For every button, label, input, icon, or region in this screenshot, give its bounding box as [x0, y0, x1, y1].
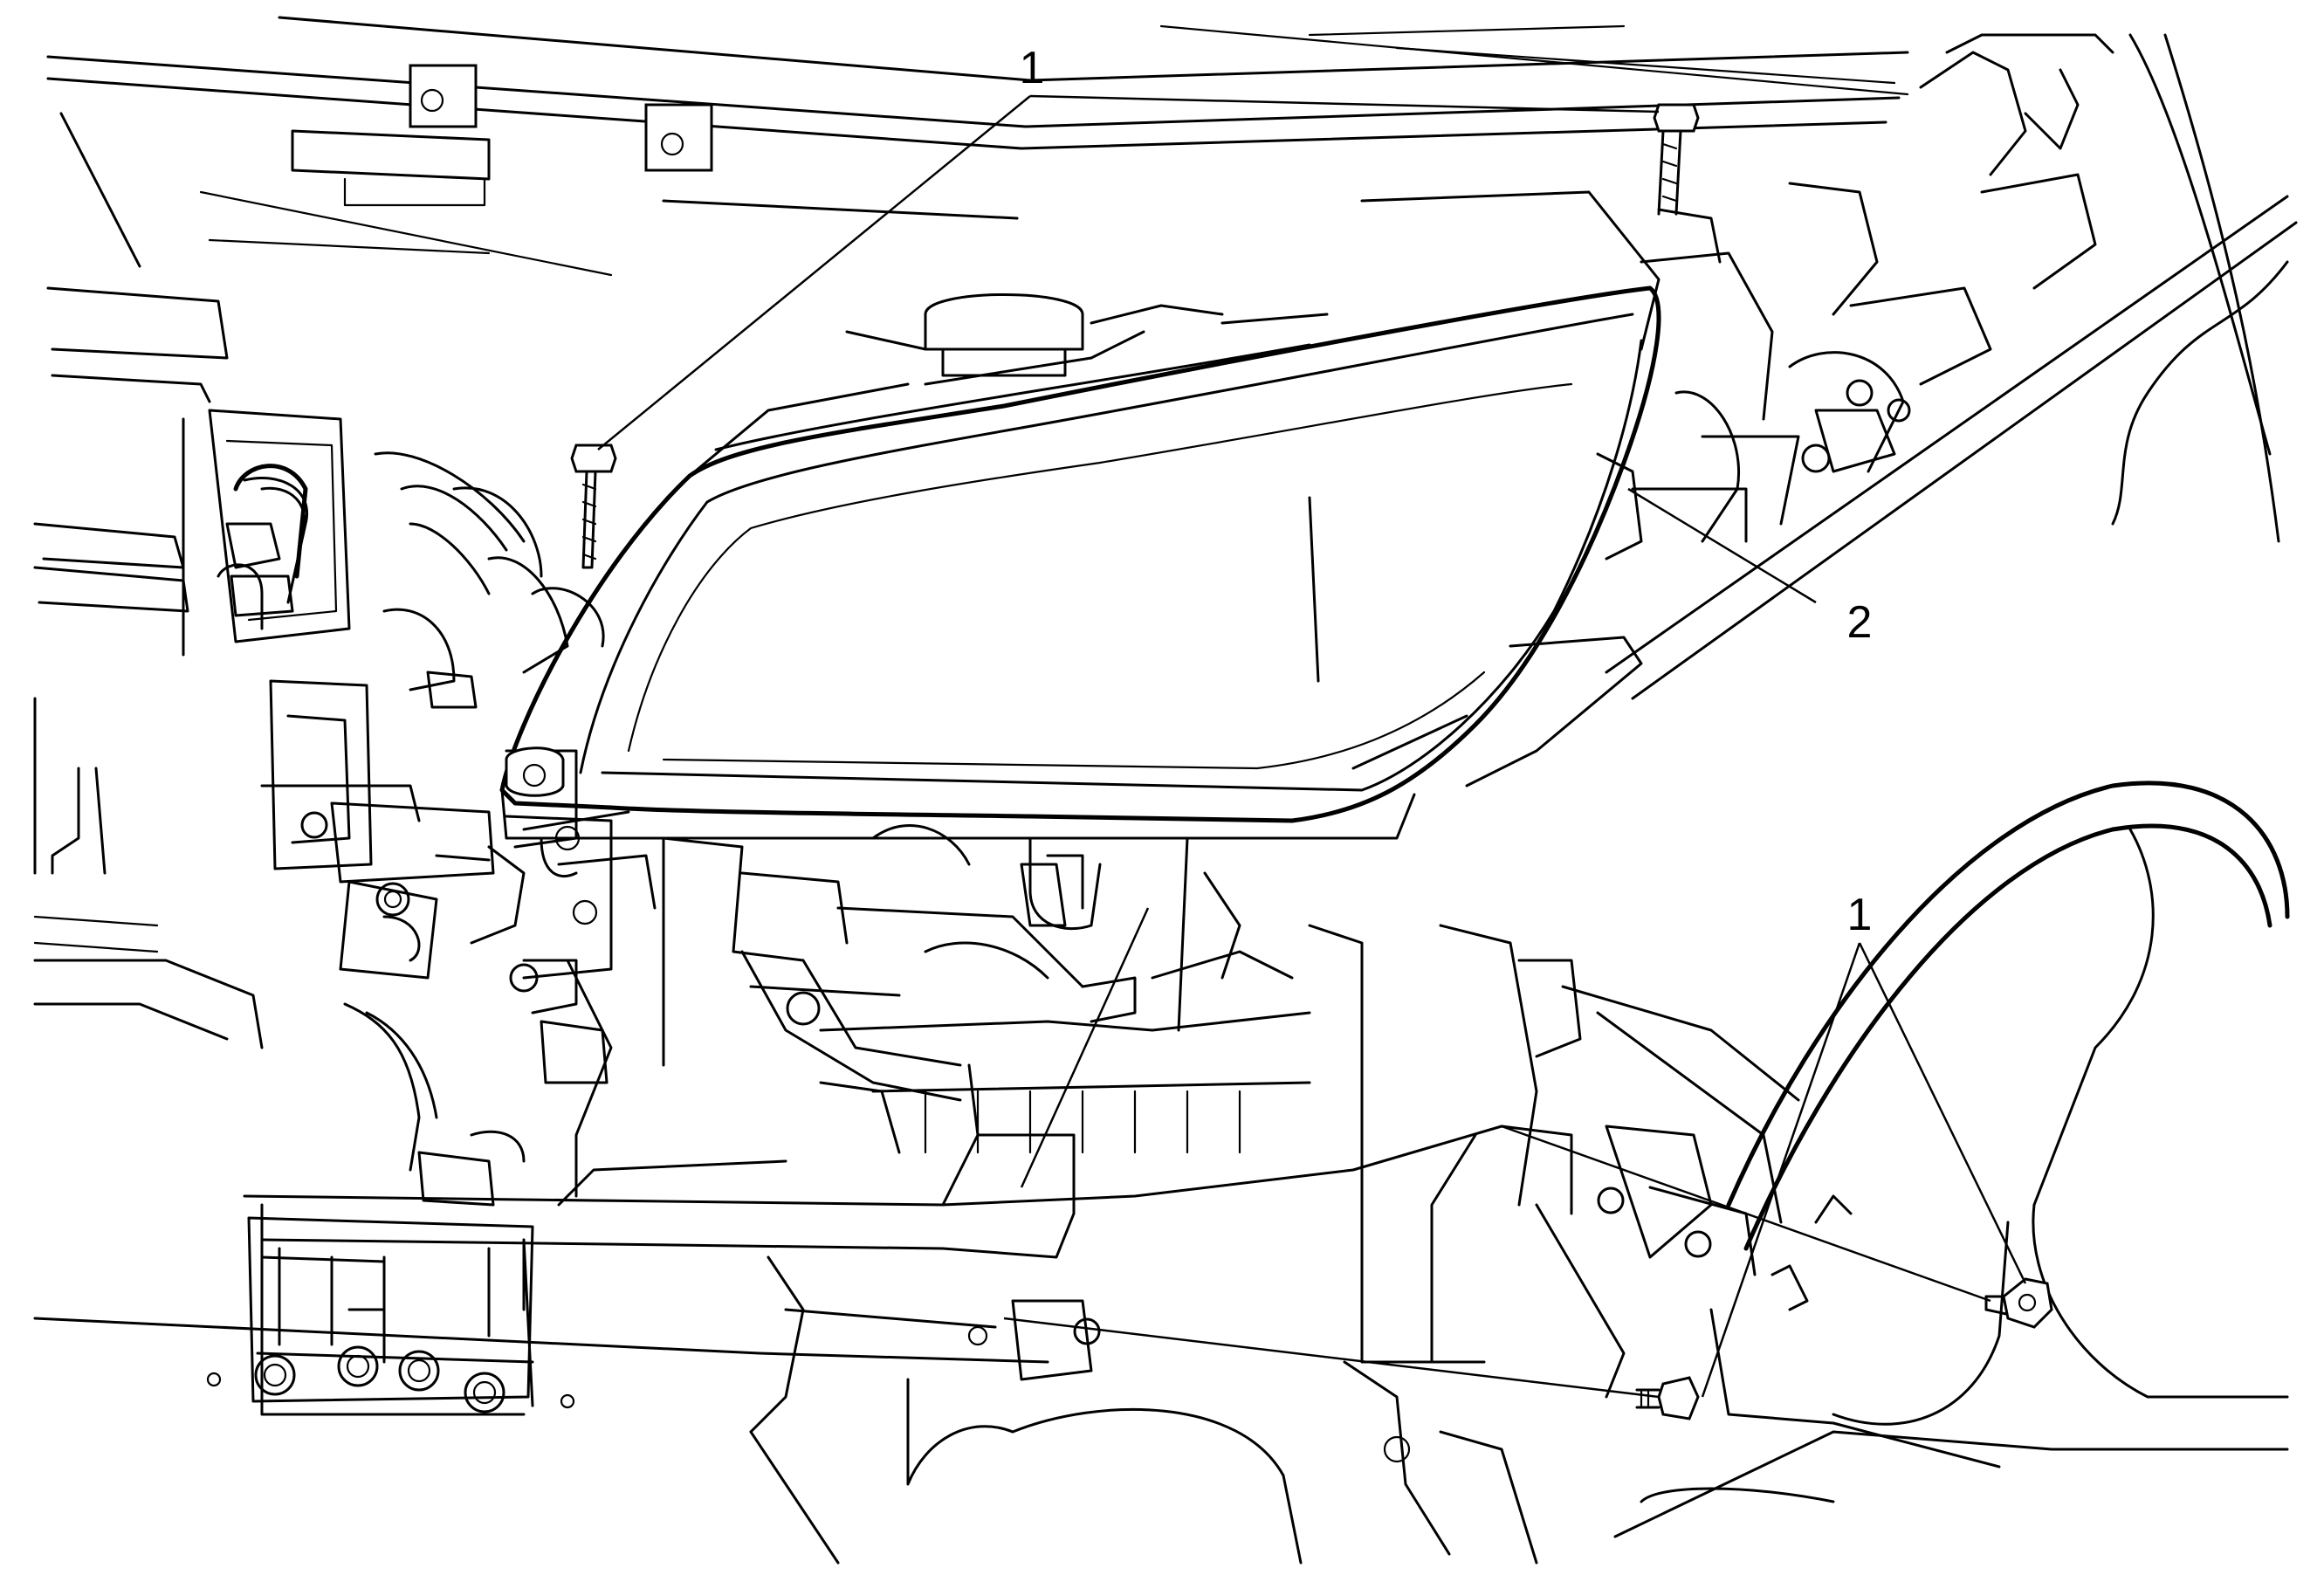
headlamp-assembly: [499, 285, 1661, 931]
callout-label-top: 1: [1020, 43, 1045, 93]
radiator-support-left: [33, 679, 657, 1084]
hood-panel: [46, 16, 1909, 277]
hood-strut: [1351, 195, 2298, 770]
callout-labels: 1 2 1: [1020, 43, 1873, 940]
fastener-bolt-upper-right: [1653, 103, 1700, 216]
coolant-hoses: [217, 464, 526, 1207]
engine-bay-upper: [845, 33, 2114, 1503]
fastener-nut-right: [1984, 1277, 2053, 1329]
callout-label-right: 2: [1847, 597, 1873, 648]
center-support: [505, 815, 1364, 1198]
lower-left-mount: [206, 1216, 575, 1413]
fender-wheel-opening: [1613, 33, 2290, 1538]
radiator-support-right: [1360, 636, 1853, 1399]
bumper-impact-bar: [33, 1063, 1538, 1565]
callout-label-lower: 1: [1847, 890, 1873, 940]
leader-lines: [597, 94, 2027, 1399]
engine-compartment-left: [33, 286, 605, 875]
fastener-bolt-lower: [1635, 1376, 1700, 1420]
fastener-bolt-upper-left: [570, 444, 617, 569]
